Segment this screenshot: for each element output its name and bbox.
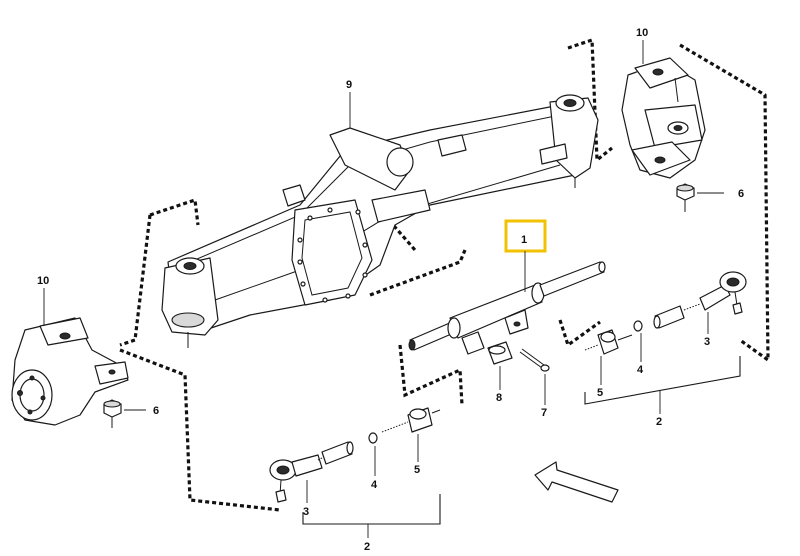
guide-axle-left-top: [149, 197, 200, 226]
bolt-part-7: [519, 348, 550, 372]
bushing-part-8: [487, 341, 513, 365]
castle-nut-right: [676, 183, 695, 212]
label-part-3-right: 3: [704, 336, 710, 348]
group-bracket-left: [302, 494, 441, 525]
guide-axle-left-knuckle: [119, 214, 152, 347]
label-part-6-right: 6: [738, 188, 744, 200]
label-part-6-left: 6: [153, 405, 159, 417]
assembly-guide-lines: [119, 37, 770, 512]
callout-labels: 1 9 10 10 6 6 8 7 5 4 3 2 5 4 3 2: [37, 27, 744, 553]
axle-beam: [161, 94, 599, 348]
guide-cylinder-bottom: [398, 344, 464, 406]
housing-bolt-holes: [297, 207, 368, 303]
group-bracket-right: [584, 356, 741, 405]
cylinder-body-highlight: [449, 284, 543, 339]
label-part-2-right: 2: [656, 416, 662, 428]
label-part-10-left: 10: [37, 275, 49, 287]
label-part-1: 1: [521, 234, 527, 246]
steering-knuckle-right: [621, 57, 706, 179]
label-part-10-right: 10: [636, 27, 648, 39]
guide-axle-cylinder-top: [369, 249, 467, 297]
guide-cylinder-rod-right: [558, 319, 601, 348]
steering-cylinder: [408, 261, 606, 355]
direction-arrow-icon: [534, 461, 619, 503]
label-part-4-bottom: 4: [371, 479, 378, 491]
cylinder-mount-bracket: [371, 189, 431, 223]
label-part-7: 7: [541, 407, 547, 419]
label-part-5-bottom: 5: [414, 464, 420, 476]
lug-left: [282, 184, 306, 207]
tie-rod-right: [584, 271, 747, 355]
label-part-4-right: 4: [637, 364, 644, 376]
label-part-9: 9: [346, 79, 352, 91]
leader-lines: [43, 40, 724, 503]
castle-nut-left: [103, 399, 122, 428]
label-part-2-bottom: 2: [364, 541, 370, 553]
guide-knuckle-tierod-right: [679, 43, 770, 364]
label-part-8: 8: [496, 392, 502, 404]
steering-knuckle-left: [11, 317, 129, 426]
lug-right: [437, 134, 467, 157]
guide-knuckle-tierod-left: [119, 348, 281, 512]
label-part-3-bottom: 3: [303, 506, 309, 518]
label-part-5-right: 5: [597, 387, 603, 399]
guide-axle-right-knuckle: [567, 37, 613, 164]
highlight-box-part-1: [504, 219, 547, 253]
tie-rod-left: [269, 407, 441, 503]
